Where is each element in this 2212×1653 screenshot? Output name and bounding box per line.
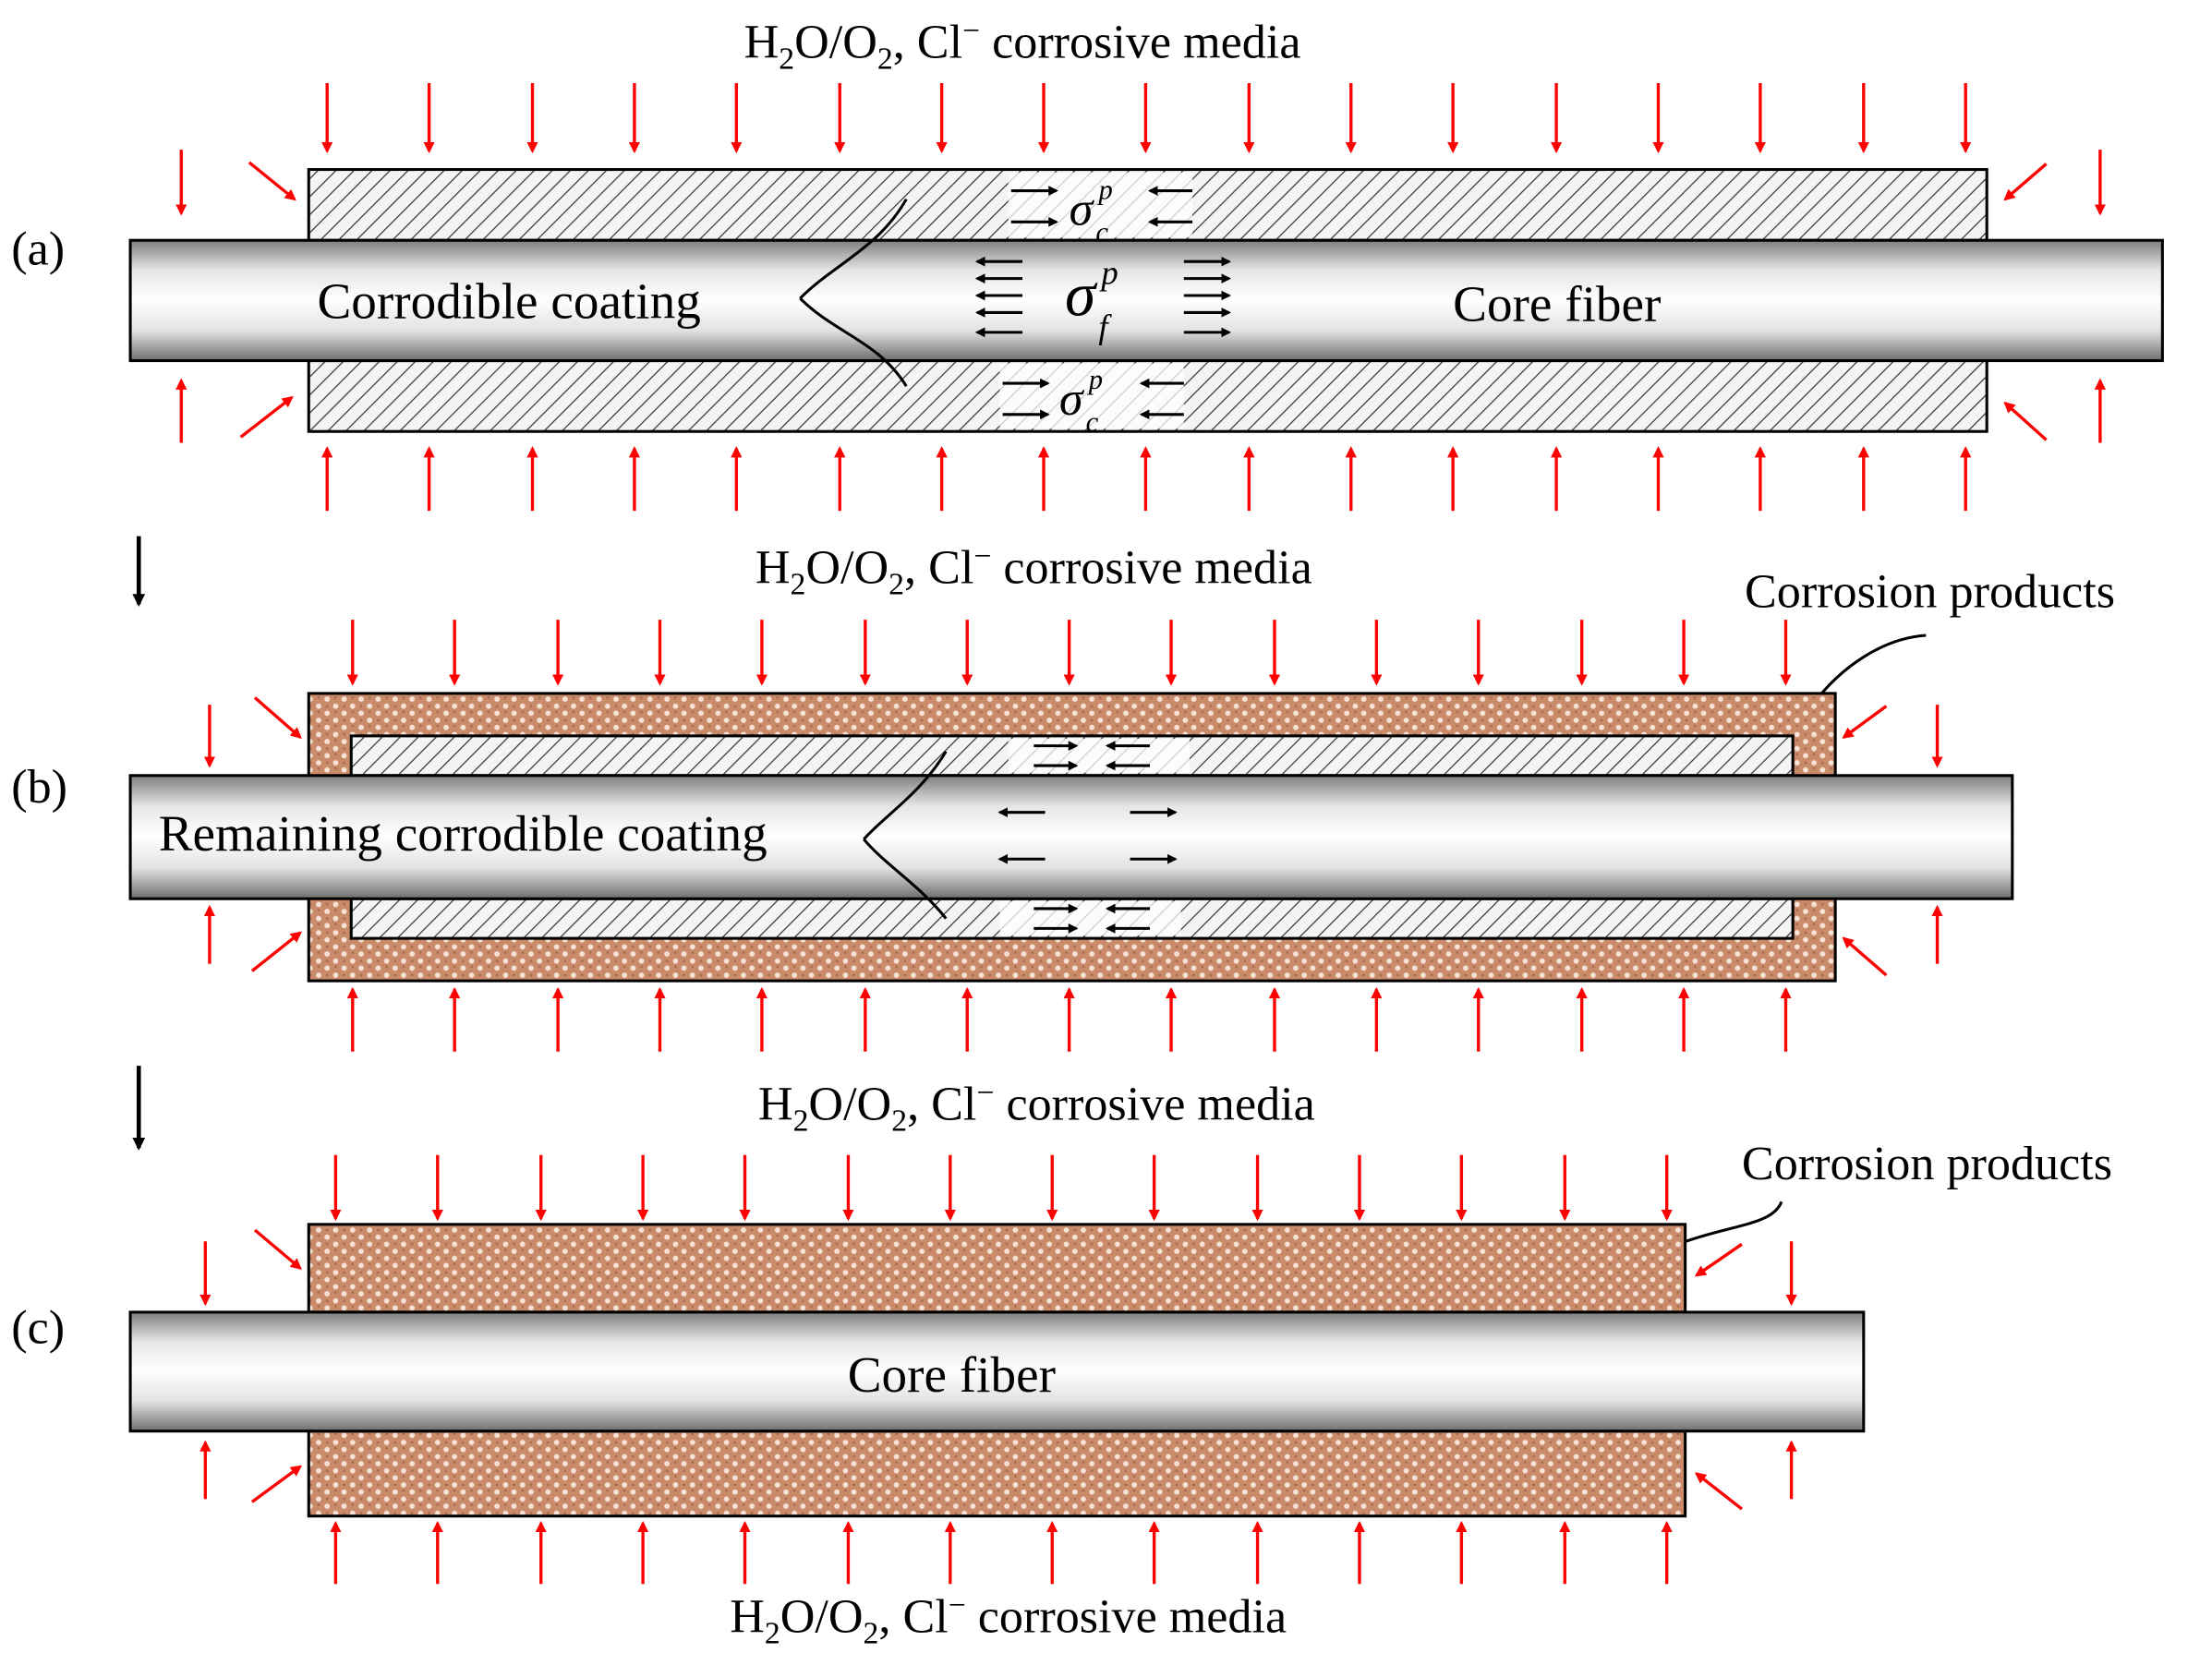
media-arrow-diagonal bbox=[2003, 163, 2048, 201]
media-label-b-top: H2O/O2, Cl− corrosive media bbox=[755, 539, 1312, 602]
panel-c-tag: (c) bbox=[11, 1302, 65, 1355]
media-arrow-diagonal bbox=[1842, 936, 1888, 977]
panel-a-tag: (a) bbox=[11, 223, 65, 275]
panel-b-tag: (b) bbox=[11, 761, 67, 814]
stress-window-top-b bbox=[1008, 738, 1190, 773]
media-arrow-diagonal bbox=[1694, 1242, 1743, 1277]
stress-arrows-b bbox=[997, 741, 1178, 934]
corrosion-bottom-c bbox=[307, 1430, 1687, 1518]
coating-label-b: Remaining corrodible coating bbox=[159, 805, 768, 862]
products-leader-b bbox=[1811, 633, 1927, 706]
core-fiber-a bbox=[128, 238, 2164, 363]
media-arrow-diagonal bbox=[1842, 705, 1888, 739]
media-arrow-diagonal bbox=[253, 696, 302, 740]
media-arrow-diagonal bbox=[248, 161, 296, 201]
fiber-label-c: Core fiber bbox=[848, 1346, 1056, 1403]
products-label-b: Corrosion products bbox=[1745, 565, 2115, 618]
stress-window-bottom-a bbox=[999, 363, 1184, 429]
media-arrow-diagonal bbox=[239, 395, 294, 439]
media-label-c-top: H2O/O2, Cl− corrosive media bbox=[758, 1076, 1315, 1139]
corrosive-media-arrows bbox=[175, 83, 2107, 1585]
media-arrow-diagonal bbox=[250, 1465, 303, 1503]
stress-window-bottom-b bbox=[999, 901, 1181, 936]
core-fiber-c bbox=[128, 1310, 1866, 1433]
media-label-c-bottom: H2O/O2, Cl− corrosive media bbox=[730, 1588, 1287, 1651]
coating-label-a: Corrodible coating bbox=[317, 273, 700, 330]
coating-leader-b bbox=[863, 750, 948, 920]
panel-b: H2O/O2, Cl− corrosive media Corrosion pr… bbox=[11, 539, 2115, 983]
media-arrow-diagonal bbox=[2003, 401, 2048, 441]
stress-window-top-a bbox=[1008, 172, 1193, 238]
media-arrow-diagonal bbox=[253, 1228, 302, 1270]
fiber-label-a: Core fiber bbox=[1453, 276, 1661, 332]
media-label-a-top: H2O/O2, Cl− corrosive media bbox=[744, 14, 1301, 77]
products-label-c: Corrosion products bbox=[1742, 1138, 2112, 1190]
core-fiber-b bbox=[128, 774, 2014, 900]
corrosion-top-c bbox=[307, 1223, 1687, 1314]
media-arrow-diagonal bbox=[250, 931, 302, 972]
stress-arrows-a bbox=[974, 186, 1232, 420]
panel-c: H2O/O2, Cl− corrosive media Corrosion pr… bbox=[11, 1076, 2112, 1651]
coating-leader-a bbox=[799, 198, 908, 387]
media-arrow-diagonal bbox=[1694, 1472, 1743, 1511]
